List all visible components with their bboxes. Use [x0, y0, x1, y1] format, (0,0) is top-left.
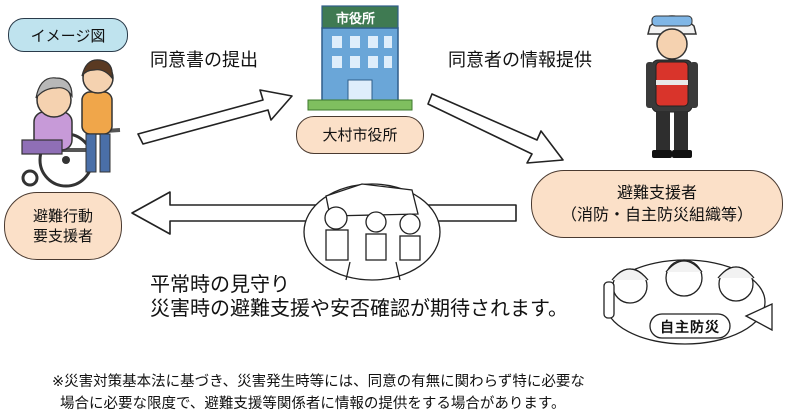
image-tag-label: イメージ図 [30, 26, 106, 45]
community-group-illustration [303, 183, 441, 281]
wheelchair-illustration [21, 59, 121, 188]
message-normal-time: 平常時の見守り [150, 272, 290, 296]
node-city-label: 大村市役所 [322, 125, 398, 144]
node-left-line2: 要支援者 [32, 227, 93, 245]
city-hall-building [307, 5, 413, 111]
node-city-office: 大村市役所 [296, 116, 424, 154]
rescue-worker-illustration [646, 15, 698, 158]
building-sign: 市役所 [336, 12, 376, 27]
image-tag: イメージ図 [8, 18, 128, 52]
badge-label: 自主防災 [660, 320, 720, 336]
label-submit-consent: 同意書の提出 [150, 50, 258, 71]
node-right-line2: （消防・自主防災組織等） [560, 205, 753, 224]
volunteer-group-illustration [603, 259, 773, 345]
footnote-line2: 場合に必要な限度で、避難支援等関係者に情報の提供をする場合があります。 [60, 396, 566, 412]
arrow-submit-consent [137, 89, 293, 145]
footnote-line1: ※災害対策基本法に基づき、災害発生時等には、同意の有無に関わらず特に必要な [52, 374, 585, 390]
message-disaster-time: 災害時の避難支援や安否確認が期待されます。 [150, 296, 568, 320]
node-right-line1: 避難支援者 [616, 183, 697, 203]
node-person-requiring-support: 避難行動 要支援者 [4, 192, 122, 260]
node-left-line1: 避難行動 [32, 206, 93, 225]
arrow-provide-info [427, 93, 564, 164]
node-evacuation-supporter: 避難支援者 （消防・自主防災組織等） [531, 170, 783, 238]
label-provide-info: 同意者の情報提供 [448, 50, 592, 71]
